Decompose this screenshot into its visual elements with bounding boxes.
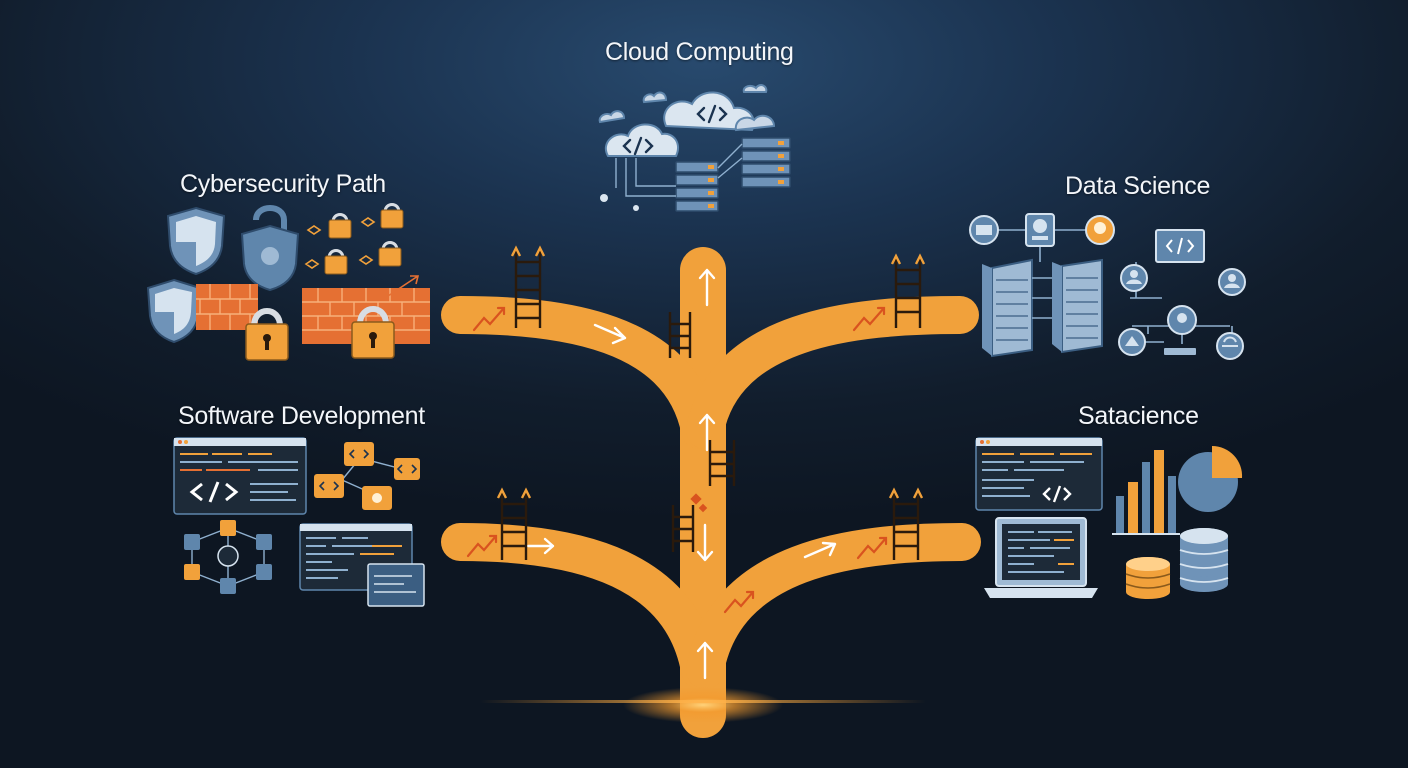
data-science-label: Data Science: [1065, 172, 1211, 200]
trend-arrow-icon: [856, 536, 888, 560]
trend-arrow-icon: [466, 534, 498, 558]
firewall-icon: [196, 284, 258, 330]
ladder-icon: [668, 312, 692, 358]
satacience-label: Satacience: [1078, 402, 1199, 430]
padlock-icon: [351, 306, 395, 359]
ladder-icon: [510, 245, 546, 328]
workflow-network-icon: [184, 520, 272, 594]
ladder-icon: [671, 505, 695, 552]
user-node-icon: [1118, 264, 1246, 360]
small-locks: [324, 203, 404, 275]
arrow-up-icon: [698, 268, 716, 307]
padlock-icon: [245, 308, 289, 361]
path-shape: [441, 247, 981, 738]
bulb-node-icon: [1085, 215, 1115, 245]
ladder-icon: [888, 487, 924, 560]
arrow-right-icon: [526, 537, 555, 555]
cybersecurity-label: Cybersecurity Path: [180, 170, 386, 198]
arrow-up-icon: [698, 413, 716, 452]
sparkle-marks: [690, 493, 708, 513]
trend-arrow-icon: [472, 306, 506, 332]
arrow-right-icon: [803, 541, 837, 559]
arrow-down-icon: [696, 523, 714, 562]
cloud-computing-label: Cloud Computing: [605, 38, 794, 66]
arrow-up-icon: [696, 641, 714, 680]
software-development-label: Software Development: [178, 402, 425, 430]
network-server-icon: [969, 213, 1246, 360]
shield-lock-firewall-icon: [146, 203, 430, 361]
camera-node-icon: [1025, 213, 1055, 247]
server-rack-icon: [982, 258, 1103, 358]
database-icon: [1179, 528, 1229, 592]
arrow-right-icon: [593, 323, 627, 345]
lock-shield-icon: [240, 205, 300, 292]
floor-glow: [480, 700, 926, 703]
shield-icon: [166, 206, 226, 276]
code-editor-icon: [173, 437, 425, 607]
code-window-icon: [975, 437, 1103, 511]
diamond-links: [304, 217, 420, 297]
laptop-icon: [984, 517, 1098, 598]
code-screen-icon: [1155, 229, 1205, 263]
pie-chart-icon: [1178, 445, 1243, 512]
trend-arrow-icon: [723, 590, 755, 614]
ladder-icon: [890, 253, 926, 328]
start-glow: [623, 687, 783, 723]
ladder-icon: [708, 440, 736, 486]
analytics-database-icon: [975, 437, 1243, 599]
ladder-icon: [496, 487, 532, 560]
database-icon: [1125, 557, 1171, 599]
bar-chart-icon: [1112, 450, 1180, 535]
shield-icon: [146, 278, 202, 344]
code-window-icon: [173, 437, 307, 515]
trend-arrow-icon: [852, 306, 886, 332]
code-window-icon: [299, 523, 425, 607]
monitor-node-icon: [969, 215, 999, 245]
cloud-server-icon: [598, 84, 791, 212]
code-diagram-icon: [314, 442, 420, 510]
